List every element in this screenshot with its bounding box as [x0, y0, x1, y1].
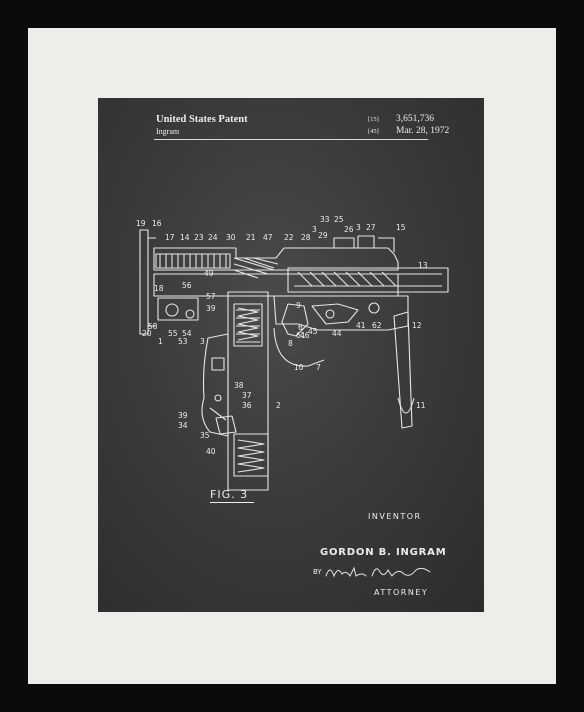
svg-text:24: 24: [208, 233, 218, 242]
patent-title: United States Patent: [156, 114, 248, 125]
svg-text:19: 19: [136, 219, 146, 228]
svg-text:62: 62: [372, 321, 382, 330]
svg-text:17: 17: [165, 233, 175, 242]
patent-inventor-surname: Ingram: [156, 127, 180, 136]
svg-text:13: 13: [418, 261, 428, 270]
svg-text:36: 36: [242, 401, 252, 410]
svg-text:54: 54: [182, 329, 192, 338]
patent-date-code: [45]: [368, 128, 379, 135]
trigger-guard: [273, 327, 325, 367]
svg-text:2: 2: [276, 401, 281, 410]
sling-strap: [393, 311, 413, 429]
chalkboard-patent-print: United States Patent Ingram [15] 3,651,7…: [98, 98, 484, 612]
svg-text:14: 14: [180, 233, 190, 242]
svg-text:37: 37: [242, 391, 252, 400]
svg-text:25: 25: [334, 215, 344, 224]
svg-text:7: 7: [316, 363, 321, 372]
rear-plate: [139, 229, 149, 335]
svg-text:57: 57: [206, 292, 216, 301]
svg-text:1: 1: [158, 337, 163, 346]
svg-text:29: 29: [318, 231, 328, 240]
svg-text:10: 10: [294, 363, 304, 372]
svg-text:56: 56: [182, 281, 192, 290]
svg-text:20: 20: [142, 329, 152, 338]
svg-text:16: 16: [152, 219, 162, 228]
pistol-grip: [201, 333, 229, 437]
svg-text:33: 33: [320, 215, 330, 224]
svg-text:3: 3: [312, 225, 317, 234]
figure-label-underline: [210, 502, 254, 503]
svg-text:49: 49: [204, 269, 214, 278]
svg-text:45: 45: [308, 327, 318, 336]
svg-text:6: 6: [298, 323, 303, 332]
svg-text:41: 41: [356, 321, 366, 330]
svg-text:8: 8: [288, 339, 293, 348]
svg-text:53: 53: [178, 337, 188, 346]
svg-text:40: 40: [206, 447, 216, 456]
patent-date: Mar. 28, 1972: [396, 126, 450, 136]
svg-text:15: 15: [396, 223, 406, 232]
svg-text:27: 27: [366, 223, 376, 232]
svg-text:3: 3: [200, 337, 205, 346]
svg-text:34: 34: [178, 421, 188, 430]
svg-text:61: 61: [296, 331, 306, 340]
svg-text:38: 38: [234, 381, 244, 390]
by-label: BY: [313, 568, 322, 576]
svg-text:3: 3: [356, 223, 361, 232]
svg-text:18: 18: [154, 284, 164, 293]
svg-text:11: 11: [416, 401, 426, 410]
header-rule: [154, 139, 428, 140]
svg-text:55: 55: [168, 329, 178, 338]
inventor-label: INVENTOR: [368, 512, 422, 521]
svg-text:12: 12: [412, 321, 422, 330]
patent-number: 3,651,736: [396, 114, 434, 124]
trigger: [281, 303, 309, 337]
svg-text:30: 30: [226, 233, 236, 242]
svg-text:26: 26: [344, 225, 354, 234]
svg-text:23: 23: [194, 233, 204, 242]
svg-text:44: 44: [332, 329, 342, 338]
svg-text:9: 9: [296, 301, 301, 310]
svg-text:39: 39: [178, 411, 188, 420]
receiver: [153, 247, 399, 271]
attorney-label: ATTORNEY: [374, 588, 429, 597]
magazine: [233, 433, 269, 477]
svg-text:21: 21: [246, 233, 256, 242]
svg-text:39: 39: [206, 304, 216, 313]
inventor-name: GORDON B. INGRAM: [320, 547, 447, 558]
svg-text:28: 28: [301, 233, 311, 242]
svg-text:58: 58: [148, 322, 158, 331]
svg-text:47: 47: [263, 233, 273, 242]
svg-text:35: 35: [200, 431, 210, 440]
svg-text:22: 22: [284, 233, 294, 242]
svg-text:46: 46: [300, 331, 310, 340]
patent-number-code: [15]: [368, 116, 379, 123]
attorney-signature: [325, 566, 431, 578]
figure-label: FIG. 3: [210, 488, 249, 501]
barrel: [287, 267, 449, 293]
